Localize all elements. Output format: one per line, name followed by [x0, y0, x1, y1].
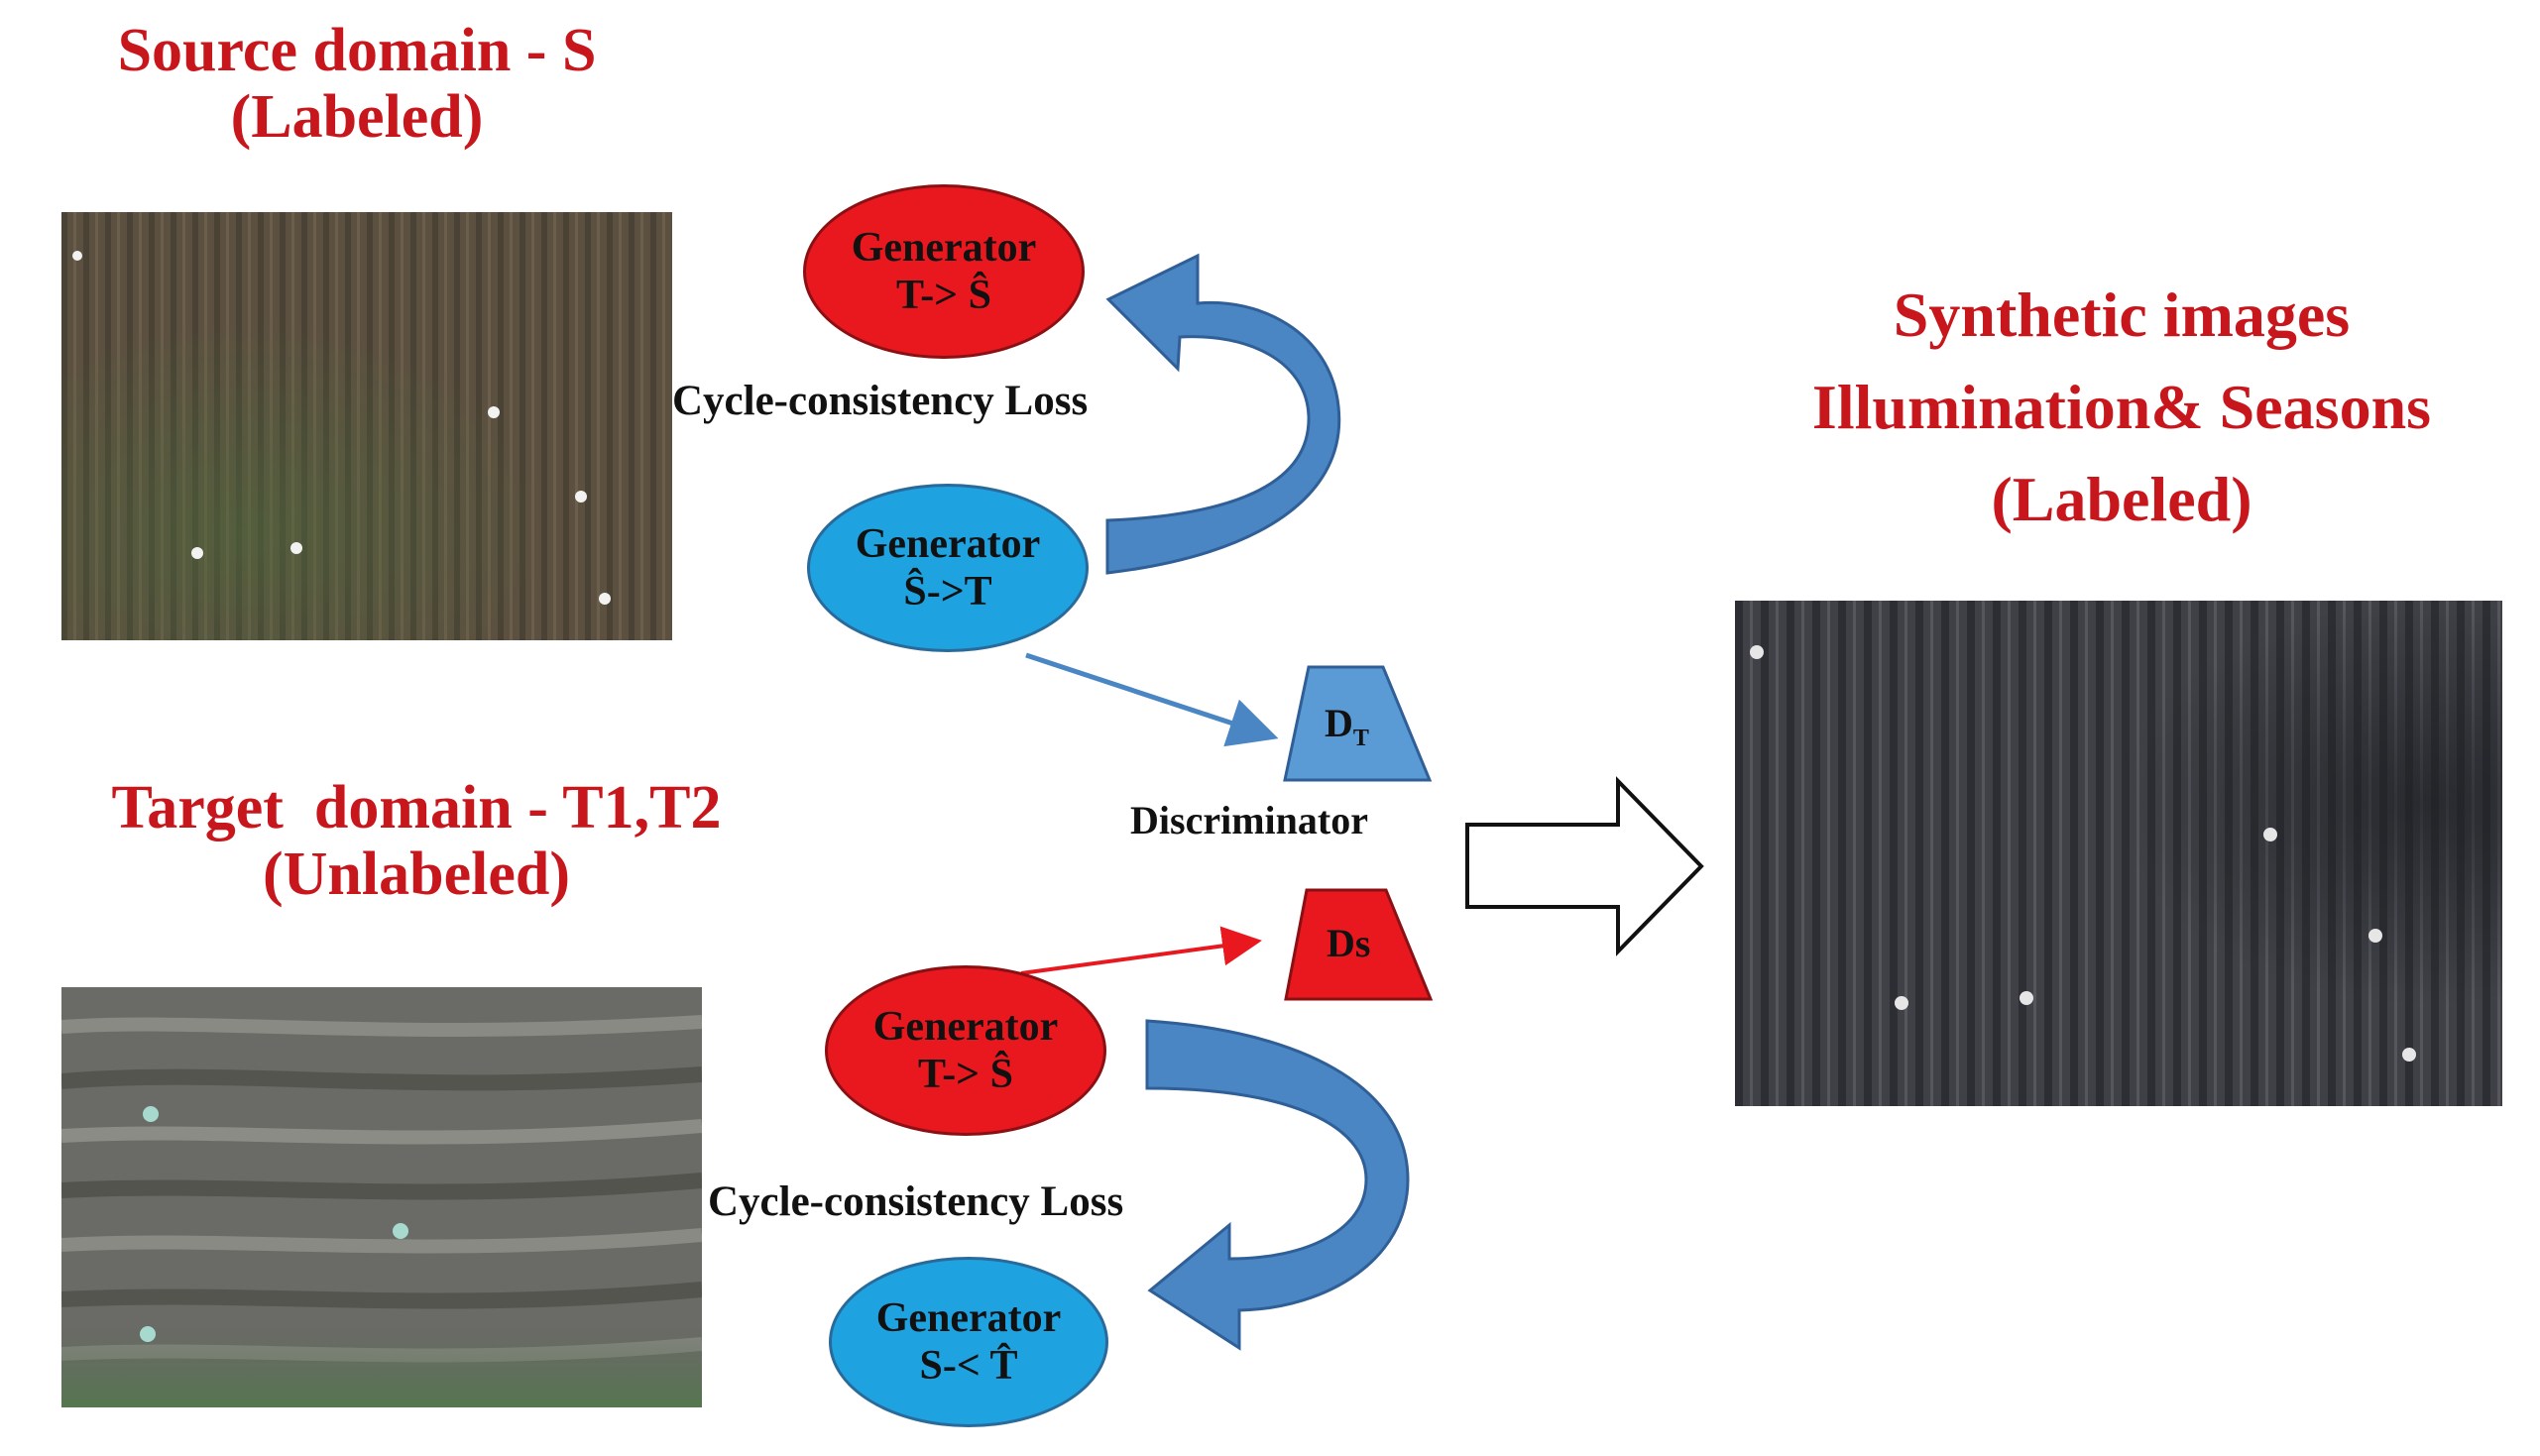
generator-mapping: Ŝ->T — [903, 569, 992, 615]
bottom-cycle-loss-label: Cycle-consistency Loss — [708, 1178, 1124, 1225]
generator-label: Generator — [875, 1294, 1062, 1341]
generator-t-to-s-top: Generator T-> Ŝ — [803, 184, 1085, 359]
ds-label: Ds — [1327, 921, 1371, 965]
synthetic-title-line1: Synthetic images — [1893, 280, 2351, 350]
dt-label: DT — [1325, 700, 1369, 752]
top-cycle-loss-label: Cycle-consistency Loss — [672, 378, 1089, 424]
source-domain-title-line2: (Labeled) — [230, 82, 484, 151]
discriminator-ds-shape — [1284, 888, 1434, 1001]
source-domain-title-line1: Source domain - S — [117, 17, 597, 84]
source-domain-image — [61, 212, 672, 640]
dt-main: D — [1325, 701, 1353, 745]
target-domain-title-line1: Target domain - T1,T2 — [111, 774, 722, 841]
hollow-right-arrow-icon — [1465, 776, 1704, 956]
generator-s-to-t-bottom: Generator S-< T̂ — [829, 1257, 1108, 1427]
generator-mapping: T-> Ŝ — [896, 273, 991, 318]
synthetic-title-line3: (Labeled) — [1991, 463, 2252, 534]
discriminator-label: Discriminator — [1130, 798, 1368, 842]
generator-mapping: S-< T̂ — [919, 1343, 1018, 1389]
synthetic-image — [1735, 601, 2502, 1106]
bottom-cycle-arrow-icon — [1145, 1019, 1410, 1351]
generator-s-to-t-top: Generator Ŝ->T — [807, 484, 1089, 652]
generator-label: Generator — [872, 1003, 1059, 1050]
generator-label: Generator — [851, 224, 1037, 271]
top-cycle-arrow-icon — [1105, 253, 1341, 575]
synthetic-title-line2: Illumination& Seasons — [1811, 371, 2432, 442]
target-domain-title-line2: (Unlabeled) — [263, 840, 570, 908]
arrow-to-ds — [1020, 926, 1262, 975]
generator-t-to-s-bottom: Generator T-> Ŝ — [825, 965, 1106, 1136]
arrow-to-dt — [1025, 652, 1279, 747]
target-domain-image — [61, 987, 702, 1407]
generator-mapping: T-> Ŝ — [918, 1052, 1013, 1097]
generator-label: Generator — [855, 520, 1041, 567]
dt-sub: T — [1352, 726, 1369, 751]
target-domain-title: Target domain - T1,T2 (Unlabeled) — [10, 775, 823, 908]
discriminator-dt-shape — [1283, 665, 1433, 782]
synthetic-images-title: Synthetic images Illumination& Seasons (… — [1715, 270, 2528, 545]
source-domain-title: Source domain - S (Labeled) — [20, 18, 694, 151]
